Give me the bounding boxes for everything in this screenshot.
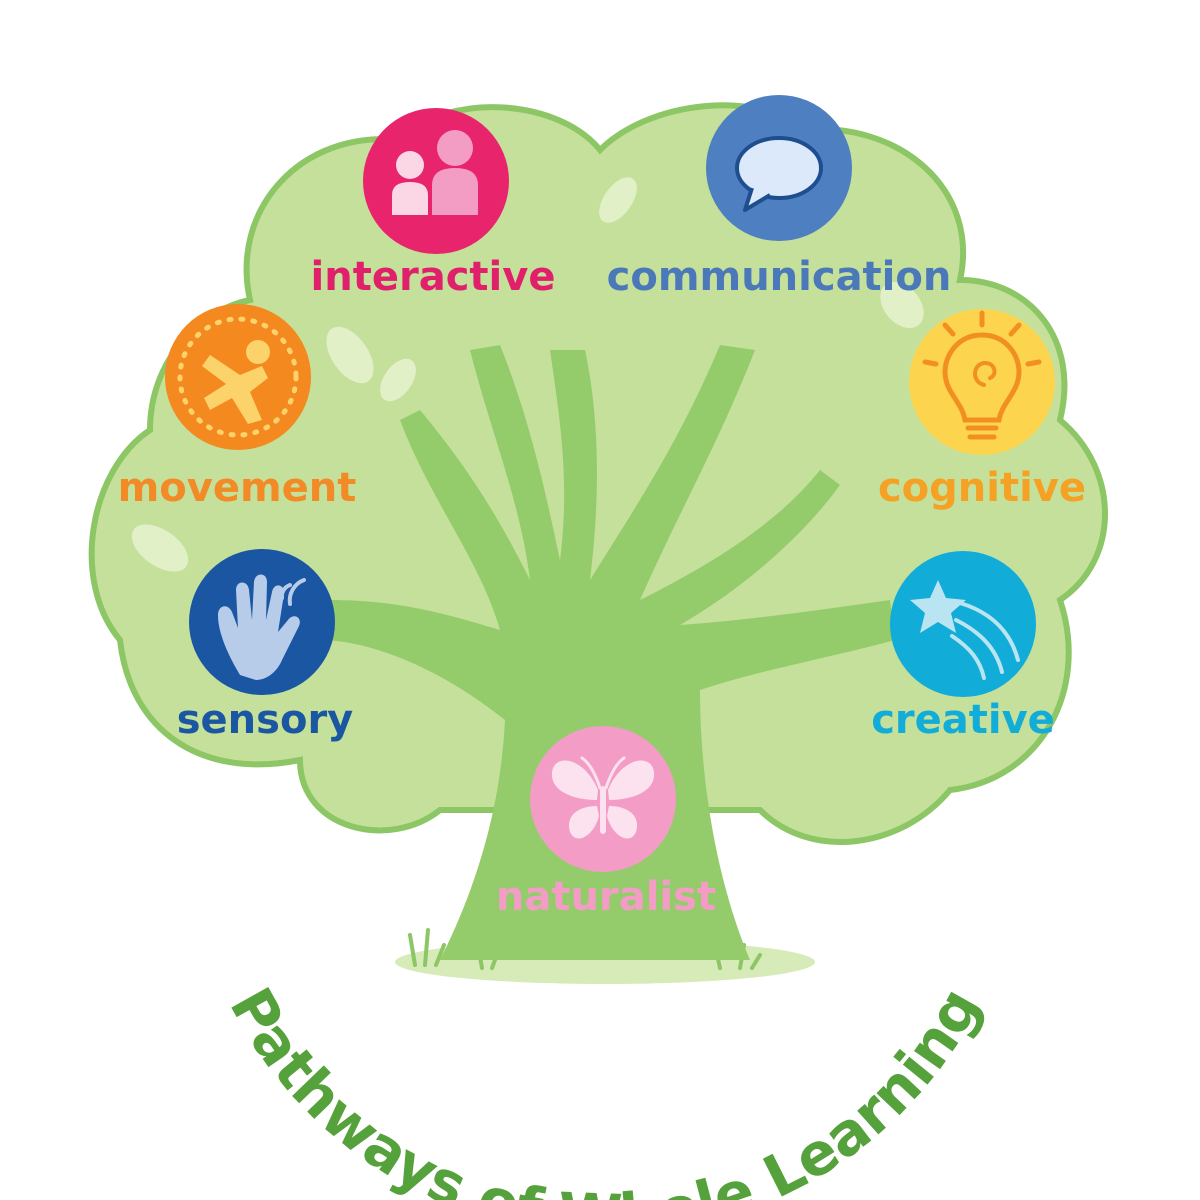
grass-tuft: [408, 928, 446, 967]
communication-label: communication: [607, 254, 952, 300]
sensory-label: sensory: [177, 697, 354, 743]
interactive-circle: [363, 108, 509, 254]
diagram-title: Pathways of Whole Learning: [216, 977, 993, 1200]
jumping-person-icon: [202, 340, 270, 424]
sensory-circle: [189, 549, 335, 695]
pathway-icons: [165, 95, 1055, 872]
hand-touch-icon: [218, 574, 306, 680]
movement-label: movement: [118, 465, 357, 511]
naturalist-circle: [530, 726, 676, 872]
creative-circle: [890, 551, 1036, 697]
leaf-highlight: [599, 177, 637, 223]
trunk-shape: [320, 345, 895, 960]
cognitive-circle: [909, 309, 1055, 455]
leaf-highlight: [326, 326, 374, 384]
speech-bubble-icon: [735, 136, 823, 212]
movement-circle: [165, 304, 311, 450]
pathway-labels: interactive communication movement cogni…: [118, 254, 1086, 920]
people-icon: [392, 130, 478, 215]
lightbulb-icon: [922, 310, 1042, 440]
tree-trunk: [320, 345, 895, 960]
interactive-label: interactive: [311, 254, 556, 300]
diagram-title-path: Pathways of Whole Learning: [216, 977, 993, 1200]
creative-label: creative: [871, 697, 1055, 743]
cognitive-label: cognitive: [878, 465, 1086, 511]
leaf-highlight: [380, 358, 416, 402]
butterfly-icon: [551, 756, 655, 839]
communication-circle: [706, 95, 852, 241]
naturalist-label: naturalist: [496, 874, 716, 920]
leaf-highlight: [131, 524, 189, 572]
shooting-star-icon: [910, 580, 1020, 680]
leaf-highlight: [880, 281, 924, 329]
